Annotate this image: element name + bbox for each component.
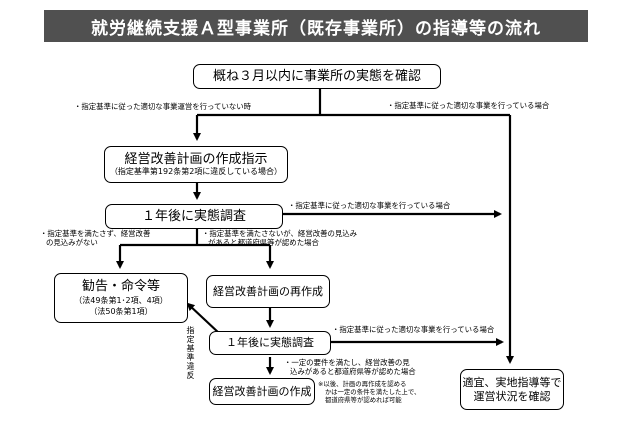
label-prospect: ・指定基準を満たさないが、経営改善の見込み があると都道府県等が認めた場合 xyxy=(202,229,357,248)
label-note-line3: 都道府県等が認めれば可能 xyxy=(325,396,402,404)
label-cond-line1: ・一定の要件を満たし、経営改善の見 xyxy=(284,358,410,367)
label-compliant-top: ・指定基準に従った適切な事業を行っている場合 xyxy=(387,101,550,110)
guidance-box: 適宜、実地指導等で 運営状況を確認 xyxy=(460,369,564,410)
label-note: ※以後、計画の再作成を認める かは一定の条件を満たした上で、 都道府県等が認めれ… xyxy=(318,380,420,404)
label-fail-line2: の見込みがない xyxy=(46,238,98,248)
arrow-survey2-to-advice xyxy=(186,302,221,335)
label-note-line1: ※以後、計画の再作成を認める xyxy=(318,380,407,388)
order-box: 経営改善計画の作成指示 （指定基準第192条第2項に違反している場合） xyxy=(104,146,288,183)
page-title: 就労継続支援Ａ型事業所（既存事業所）の指導等の流れ xyxy=(44,10,588,42)
advice-main-text: 勧告・命令等 xyxy=(81,278,160,294)
label-compliant-mid: ・指定基準に従った適切な事業を行っている場合 xyxy=(288,201,451,210)
advice-sub2-text: （法50条第1項） xyxy=(89,306,153,316)
guidance-line1: 適宜、実地指導等で xyxy=(462,376,562,390)
label-fail-line1: ・指定基準を満たさず、経営改善 xyxy=(40,229,151,238)
label-fail: ・指定基準を満たさず、経営改善 の見込みがない xyxy=(40,229,150,248)
label-conditions: ・一定の要件を満たし、経営改善の見 込みがあると都道府県等が認めた場合 xyxy=(284,358,416,377)
confirm-text: 概ね３月以内に事業所の実態を確認 xyxy=(212,68,421,84)
order-sub-text: （指定基準第192条第2項に違反している場合） xyxy=(109,167,283,177)
confirm-box: 概ね３月以内に事業所の実態を確認 xyxy=(193,64,441,89)
label-violation: 指定基準違反 xyxy=(186,326,195,380)
label-compliant-low: ・指定基準に従った適切な事業を行っている場合 xyxy=(332,325,495,334)
label-note-line2: かは一定の条件を満たした上で、 xyxy=(325,388,421,396)
advice-sub1-text: （法49条第1･2項、4項） xyxy=(74,296,168,306)
label-prospect-line2: があると都道府県等が認めた場合 xyxy=(208,238,319,248)
survey1-text: １年後に実態調査 xyxy=(141,208,246,224)
label-not-compliant: ・指定基準に従った適切な事業運営を行っていない時 xyxy=(74,102,252,111)
survey1-box: １年後に実態調査 xyxy=(105,204,283,229)
survey2-box: １年後に実態調査 xyxy=(209,331,331,355)
create-box: 経営改善計画の作成 xyxy=(209,378,315,405)
recreate-text: 経営改善計画の再作成 xyxy=(213,284,323,298)
survey2-text: １年後に実態調査 xyxy=(226,336,314,350)
label-cond-line2: 込みがあると都道府県等が認めた場合 xyxy=(290,367,416,377)
order-main-text: 経営改善計画の作成指示 xyxy=(124,151,268,167)
recreate-box: 経営改善計画の再作成 xyxy=(206,275,330,308)
create-text: 経営改善計画の作成 xyxy=(212,384,312,398)
label-prospect-line1: ・指定基準を満たさないが、経営改善の見込み xyxy=(202,229,358,238)
guidance-line2: 運営状況を確認 xyxy=(473,389,551,403)
advice-box: 勧告・命令等 （法49条第1･2項、4項） （法50条第1項） xyxy=(54,273,188,323)
